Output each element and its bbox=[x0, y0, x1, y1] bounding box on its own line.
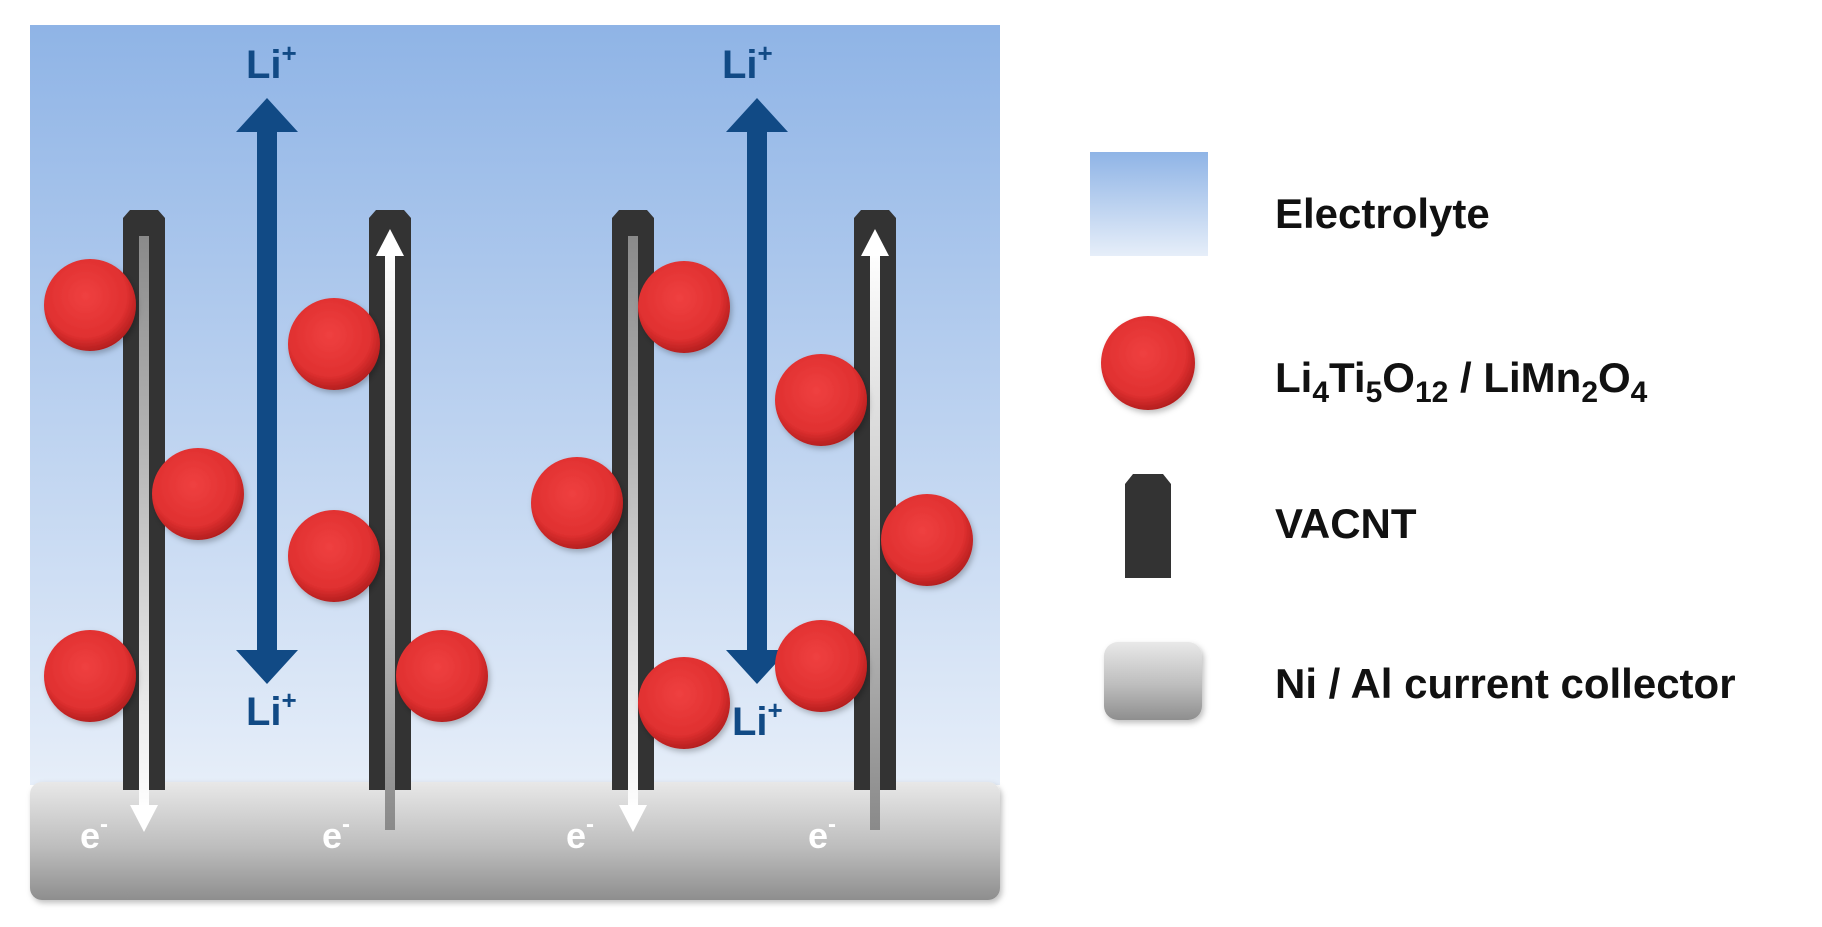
particle bbox=[396, 630, 488, 722]
legend-swatch-collector bbox=[1104, 642, 1202, 720]
particle bbox=[638, 261, 730, 353]
legend-label-electrolyte: Electrolyte bbox=[1275, 190, 1490, 237]
li-ion-arrow bbox=[726, 98, 788, 684]
electron-label: e- bbox=[808, 811, 836, 856]
li-ion-arrow bbox=[236, 98, 298, 684]
legend-label-vacnt: VACNT bbox=[1275, 500, 1417, 547]
legend-swatch-vacnt bbox=[1125, 474, 1171, 578]
particle bbox=[152, 448, 244, 540]
electron-arrow-up bbox=[861, 229, 889, 830]
particle bbox=[775, 620, 867, 712]
particle bbox=[638, 657, 730, 749]
legend-swatch-electrolyte bbox=[1090, 152, 1208, 256]
legend-label-particle: Li4Ti5O12 / LiMn2O4 bbox=[1275, 354, 1648, 409]
particle bbox=[288, 510, 380, 602]
particle bbox=[44, 630, 136, 722]
li-ion-label: Li+ bbox=[732, 695, 783, 744]
particles bbox=[44, 259, 973, 749]
electron-arrow-down bbox=[619, 236, 647, 832]
li-ion-label: Li+ bbox=[246, 685, 297, 734]
li-ion-label: Li+ bbox=[246, 38, 297, 87]
particle bbox=[44, 259, 136, 351]
legend: Electrolyte Li4Ti5O12 / LiMn2O4 VACNT Ni… bbox=[1090, 152, 1736, 720]
electron-arrow-down bbox=[130, 236, 158, 832]
electron-arrow-up bbox=[376, 229, 404, 830]
particle bbox=[775, 354, 867, 446]
electron-label: e- bbox=[566, 811, 594, 856]
electron-label: e- bbox=[322, 811, 350, 856]
particle bbox=[531, 457, 623, 549]
li-ion-label: Li+ bbox=[722, 38, 773, 87]
electron-arrows bbox=[130, 229, 889, 832]
electron-label: e- bbox=[80, 811, 108, 856]
particle bbox=[288, 298, 380, 390]
particle bbox=[881, 494, 973, 586]
legend-label-collector: Ni / Al current collector bbox=[1275, 660, 1736, 707]
current-collector bbox=[30, 782, 1000, 900]
legend-swatch-particle bbox=[1101, 316, 1195, 410]
